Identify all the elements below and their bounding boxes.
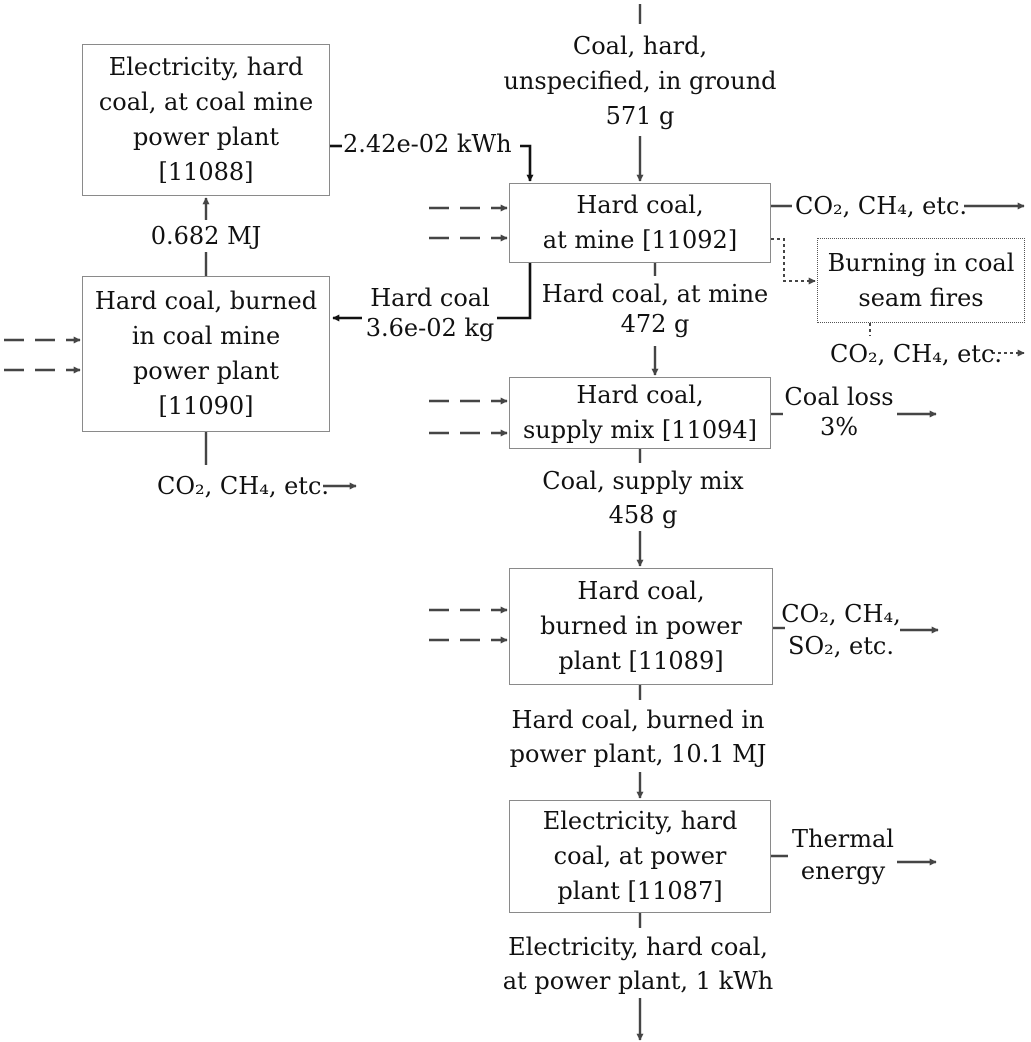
process-box-seam-fires: Burning in coal seam fires: [817, 238, 1025, 323]
process-label: Hard coal, supply mix [11094]: [522, 381, 758, 444]
process-box-electricity-power-plant: Electricity, hard coal, at power plant […: [509, 800, 771, 913]
process-label: Hard coal, at mine [11092]: [542, 191, 738, 254]
process-label: Electricity, hard coal, at power plant […: [542, 807, 738, 905]
flow-label-0682-mj: 0.682 MJ: [150, 222, 262, 250]
process-label: Electricity, hard coal, at coal mine pow…: [98, 53, 314, 186]
flow-label-supply-mix: Coal, supply mix 458 g: [542, 467, 744, 529]
flow-label-electricity-kwh: 2.42e-02 kWh: [343, 130, 512, 158]
process-box-hard-coal-at-mine: Hard coal, at mine [11092]: [509, 183, 771, 263]
process-label: Burning in coal seam fires: [827, 248, 1015, 312]
process-box-supply-mix: Hard coal, supply mix [11094]: [509, 377, 771, 449]
emission-label-mine-plant: CO₂, CH₄, etc.: [157, 472, 330, 500]
flow-kwh-arrow: [520, 144, 534, 182]
process-box-electricity-coal-mine: Electricity, hard coal, at coal mine pow…: [82, 44, 330, 196]
emission-label-coal-loss: Coal loss 3%: [784, 383, 894, 441]
process-label: Hard coal, burned in power plant [11089]: [540, 577, 742, 675]
emission-label-seam-fires: CO₂, CH₄, etc.: [830, 340, 1003, 368]
process-box-hard-coal-burned-mine-plant: Hard coal, burned in coal mine power pla…: [82, 276, 330, 432]
emission-label-thermal-energy: Thermal energy: [792, 825, 894, 885]
process-box-burned-power-plant: Hard coal, burned in power plant [11089]: [509, 568, 773, 685]
emission-label-power-plant: CO₂, CH₄, SO₂, etc.: [781, 600, 901, 660]
emission-label-mine: CO₂, CH₄, etc.: [795, 192, 968, 220]
flow-hardcoal-kg-arrow: [497, 263, 532, 320]
flow-label-electricity-1kwh: Electricity, hard coal, at power plant, …: [502, 933, 774, 995]
flow-label-hard-coal-kg: Hard coal 3.6e-02 kg: [365, 284, 495, 342]
flow-label-coal-in-ground: Coal, hard, unspecified, in ground 571 g: [503, 32, 777, 130]
flow-label-burned-power-plant: Hard coal, burned in power plant, 10.1 M…: [509, 706, 767, 768]
process-label: Hard coal, burned in coal mine power pla…: [94, 287, 318, 420]
flow-label-hard-coal-at-mine: Hard coal, at mine 472 g: [541, 280, 769, 338]
seam-fire-connector: [771, 238, 816, 285]
